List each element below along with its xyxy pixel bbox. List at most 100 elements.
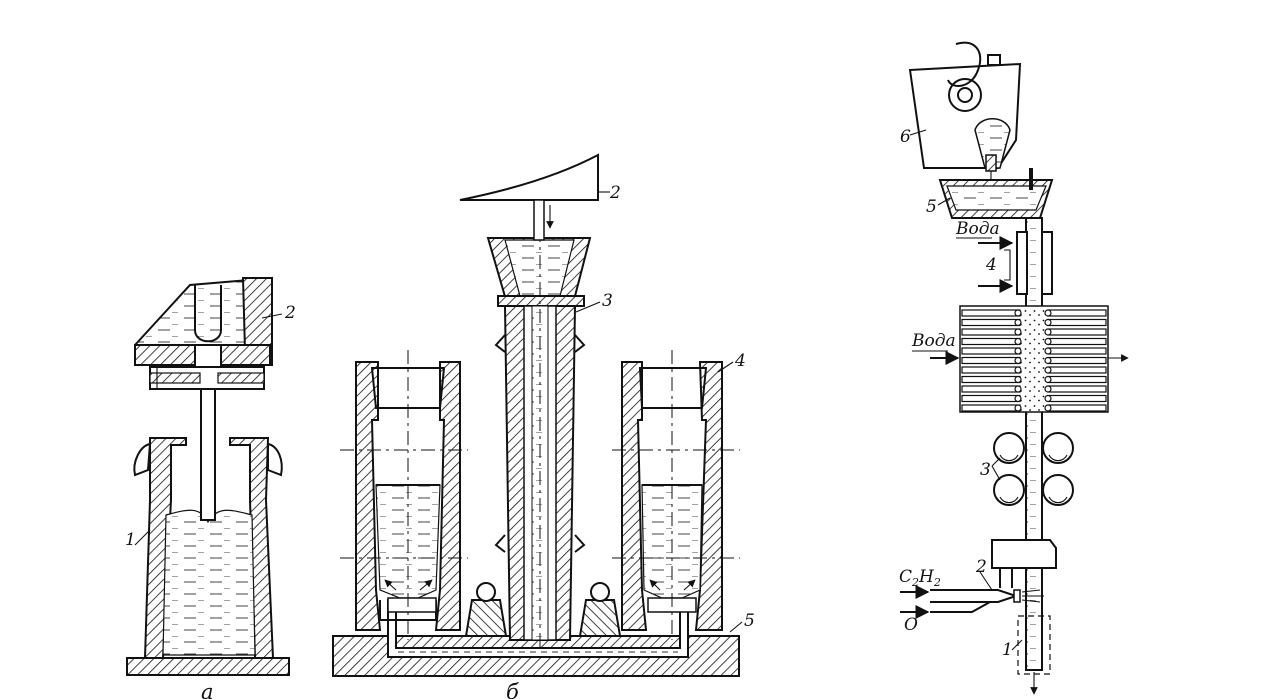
- spray-nozzle-left: [961, 404, 1021, 412]
- spray-nozzle-tip: [1014, 318, 1022, 327]
- spray-droplet: [1024, 348, 1027, 350]
- spray-droplet: [1042, 319, 1045, 322]
- spray-droplet: [1042, 338, 1045, 341]
- spray-nozzle-right: [1047, 375, 1107, 384]
- spray-droplet: [1020, 314, 1022, 316]
- spray-nozzle-tip: [1044, 366, 1052, 374]
- spray-nozzle-right: [1047, 347, 1107, 355]
- panel-a-molten-steel: [162, 509, 256, 656]
- spray-droplet: [1038, 352, 1040, 354]
- spray-droplet: [1024, 310, 1027, 312]
- spray-droplet: [1029, 314, 1031, 316]
- spray-droplet: [1020, 399, 1022, 402]
- spray-droplet: [1042, 348, 1045, 350]
- spray-droplet: [1033, 395, 1036, 398]
- spray-droplet: [1024, 367, 1027, 369]
- spray-droplet: [1033, 357, 1036, 360]
- spray-droplet: [1024, 376, 1027, 379]
- spray-nozzle-tip: [1044, 318, 1052, 327]
- spray-droplet: [1020, 371, 1022, 373]
- spray-droplet: [1024, 329, 1027, 331]
- panel-c-label-4: 4: [985, 255, 997, 275]
- spray-nozzle-tip: [1044, 309, 1052, 317]
- panel-c-label-1: 1: [1002, 640, 1013, 660]
- panel-c-label-2: 2: [975, 557, 987, 577]
- spray-droplet: [1020, 333, 1022, 335]
- spray-nozzle-left: [961, 347, 1021, 355]
- panel-c-mold: [1016, 231, 1028, 295]
- spray-droplet: [1033, 319, 1036, 322]
- spray-nozzle-right: [1047, 309, 1107, 317]
- panel-b-label-4: 4: [734, 351, 746, 371]
- panel-c-roll: [993, 432, 1025, 464]
- spray-nozzle-right: [1047, 337, 1107, 346]
- spray-droplet: [1038, 399, 1040, 402]
- spray-nozzle-tip: [1044, 404, 1052, 412]
- spray-droplet: [1042, 357, 1045, 360]
- spray-droplet: [1020, 323, 1022, 326]
- spray-droplet: [1038, 390, 1040, 392]
- panel-b-right-mold: [621, 361, 648, 631]
- spray-nozzle-tip: [1014, 347, 1022, 355]
- spray-nozzle-left: [961, 366, 1021, 374]
- panel-b-label-2: 2: [609, 183, 621, 203]
- panel-c-label-3: 3: [980, 460, 991, 480]
- spray-nozzle-left: [961, 394, 1021, 403]
- panel-a-top-pouring: 1 2 а: [125, 276, 296, 699]
- spray-nozzle-left: [961, 385, 1021, 393]
- panel-c-water-side: Вода: [911, 331, 956, 351]
- spray-nozzle-left: [961, 356, 1021, 365]
- spray-droplet: [1033, 310, 1036, 312]
- spray-nozzle-tip: [1044, 347, 1052, 355]
- panel-a-label-1: 1: [125, 530, 136, 550]
- spray-nozzle-tip: [1014, 337, 1022, 346]
- spray-droplet: [1042, 376, 1045, 379]
- spray-nozzle-left: [961, 318, 1021, 327]
- spray-nozzle-tip: [1044, 375, 1052, 384]
- panel-b-bottom-pouring: 2 3 4 5 б: [332, 153, 755, 699]
- panel-a-caption: а: [201, 680, 214, 699]
- panel-c-cutter: [991, 539, 1057, 569]
- spray-nozzle-tip: [1014, 404, 1022, 412]
- spray-droplet: [1038, 371, 1040, 373]
- spray-droplet: [1020, 390, 1022, 392]
- panel-c-cut-billet: [1017, 615, 1051, 675]
- spray-droplet: [1024, 405, 1027, 407]
- spray-nozzle-left: [961, 328, 1021, 336]
- spray-nozzle-right: [1047, 404, 1107, 412]
- spray-nozzle-left: [961, 375, 1021, 384]
- spray-droplet: [1029, 361, 1031, 364]
- spray-nozzle-tip: [1044, 385, 1052, 393]
- spray-droplet: [1029, 371, 1031, 373]
- panel-a-base-plate: [126, 657, 290, 676]
- spray-droplet: [1033, 329, 1036, 331]
- spray-nozzle-tip: [1044, 337, 1052, 346]
- panel-b-left-mold: [355, 361, 382, 631]
- spray-nozzle-tip: [1014, 375, 1022, 384]
- spray-nozzle-left: [961, 337, 1021, 346]
- spray-nozzle-right: [1047, 318, 1107, 327]
- spray-nozzle-tip: [1014, 385, 1022, 393]
- spray-droplet: [1020, 380, 1022, 383]
- spray-droplet: [1020, 361, 1022, 364]
- panel-c-gas-acetylene: C2H2: [899, 567, 941, 589]
- spray-droplet: [1038, 409, 1040, 411]
- spray-droplet: [1033, 386, 1036, 388]
- spray-nozzle-tip: [1014, 356, 1022, 365]
- spray-droplet: [1042, 329, 1045, 331]
- spray-droplet: [1029, 409, 1031, 411]
- spray-droplet: [1024, 386, 1027, 388]
- panel-c-label-5: 5: [926, 197, 937, 217]
- panel-c-label-6: 6: [900, 127, 911, 147]
- panel-a-label-2: 2: [284, 303, 296, 323]
- spray-droplet: [1042, 310, 1045, 312]
- spray-nozzle-tip: [1014, 328, 1022, 336]
- spray-droplet: [1033, 367, 1036, 369]
- spray-droplet: [1033, 348, 1036, 350]
- spray-droplet: [1029, 352, 1031, 354]
- spray-droplet: [1024, 357, 1027, 360]
- spray-droplet: [1033, 405, 1036, 407]
- spray-droplet: [1038, 333, 1040, 335]
- spray-droplet: [1038, 342, 1040, 345]
